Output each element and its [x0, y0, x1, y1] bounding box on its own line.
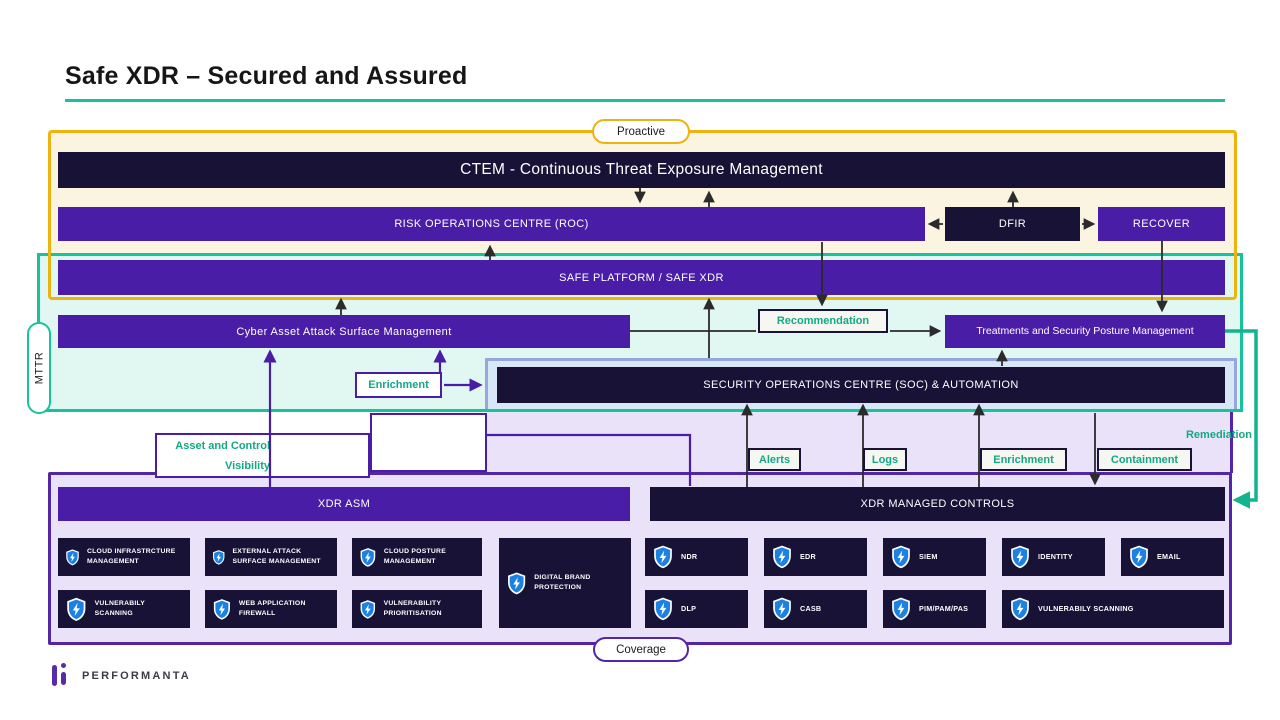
shield-bolt-icon	[213, 598, 230, 620]
managed-item-label: CASB	[800, 603, 822, 613]
logs-label: Logs	[863, 448, 907, 471]
asset-control-label-box: Asset and Control Visibility	[155, 433, 370, 478]
asm-item: CLOUD INFRASTRCTURE MANAGEMENT	[58, 538, 190, 576]
mttr-badge-text: MTTR	[33, 351, 46, 385]
asm-item: DIGITAL BRAND PROTECTION	[499, 538, 631, 628]
managed-item-label: EDR	[800, 551, 816, 561]
shield-bolt-icon	[213, 549, 225, 565]
managed-item: NDR	[645, 538, 748, 576]
shield-bolt-icon	[360, 599, 376, 619]
proactive-badge: Proactive	[592, 119, 690, 144]
managed-item: EDR	[764, 538, 867, 576]
managed-item: EMAIL	[1121, 538, 1224, 576]
shield-bolt-icon	[67, 597, 86, 621]
asset-control-label-line2: Visibility	[224, 460, 270, 472]
asm-item-label: VULNERABILY SCANNING	[94, 600, 145, 617]
ctem-bar: CTEM - Continuous Threat Exposure Manage…	[58, 152, 1225, 188]
asm-item-label: VULNERABILITY PRIORITISATION	[383, 600, 442, 617]
managed-item-label: DLP	[681, 603, 697, 613]
asm-item-label: CLOUD INFRASTRCTURE MANAGEMENT	[87, 548, 176, 565]
shield-bolt-icon	[773, 545, 791, 569]
shield-bolt-icon	[654, 597, 672, 621]
asset-control-label-line1: Asset and Control	[175, 440, 270, 452]
shield-bolt-icon	[892, 545, 910, 569]
enrichment-left-label: Enrichment	[355, 372, 442, 398]
recommendation-label: Recommendation	[758, 309, 888, 333]
page-title: Safe XDR – Secured and Assured	[65, 62, 468, 90]
managed-item: DLP	[645, 590, 748, 628]
mttr-badge: MTTR	[27, 322, 51, 414]
managed-item-label: EMAIL	[1157, 551, 1181, 561]
shield-bolt-icon	[1130, 545, 1148, 569]
managed-item-label: PIM/PAM/PAS	[919, 603, 969, 613]
managed-item-label: NDR	[681, 551, 698, 561]
managed-item: IDENTITY	[1002, 538, 1105, 576]
managed-item: PIM/PAM/PAS	[883, 590, 986, 628]
managed-item-label: VULNERABILY SCANNING	[1038, 603, 1134, 613]
coverage-badge: Coverage	[593, 637, 689, 662]
performanta-logo-icon	[61, 672, 66, 685]
asm-item-label: WEB APPLICATION FIREWALL	[238, 600, 306, 617]
asm-item-label: DIGITAL BRAND PROTECTION	[534, 574, 591, 591]
managed-item: SIEM	[883, 538, 986, 576]
shield-bolt-icon	[508, 571, 526, 594]
shield-bolt-icon	[360, 547, 376, 567]
asm-item: VULNERABILITY PRIORITISATION	[352, 590, 482, 628]
treatments-bar: Treatments and Security Posture Manageme…	[945, 315, 1225, 348]
asset-control-connector-box	[370, 413, 487, 472]
shield-bolt-icon	[654, 545, 672, 569]
shield-bolt-icon	[1011, 545, 1029, 569]
performanta-logo-icon	[52, 665, 57, 686]
caasm-bar: Cyber Asset Attack Surface Management	[58, 315, 630, 348]
recover-box: RECOVER	[1098, 207, 1225, 241]
xdr-managed-controls-bar: XDR MANAGED CONTROLS	[650, 487, 1225, 521]
remediation-label: Remediation	[1185, 429, 1252, 441]
performanta-logo-icon	[61, 663, 66, 668]
dfir-box: DFIR	[945, 207, 1080, 241]
asm-item-label: CLOUD POSTURE MANAGEMENT	[383, 548, 446, 565]
soc-bar: SECURITY OPERATIONS CENTRE (SOC) & AUTOM…	[497, 367, 1225, 403]
managed-item-label: SIEM	[919, 551, 938, 561]
asm-item: WEB APPLICATION FIREWALL	[205, 590, 337, 628]
shield-bolt-icon	[773, 597, 791, 621]
asm-item-label: EXTERNAL ATTACK SURFACE MANAGEMENT	[232, 548, 321, 565]
xdr-asm-bar: XDR ASM	[58, 487, 630, 521]
shield-bolt-icon	[892, 597, 910, 621]
managed-item: VULNERABILY SCANNING	[1002, 590, 1224, 628]
safe-platform-bar: SAFE PLATFORM / SAFE XDR	[58, 260, 1225, 295]
containment-label: Containment	[1097, 448, 1192, 471]
alerts-label: Alerts	[748, 448, 801, 471]
managed-item: CASB	[764, 590, 867, 628]
asm-item: EXTERNAL ATTACK SURFACE MANAGEMENT	[205, 538, 337, 576]
asm-item: CLOUD POSTURE MANAGEMENT	[352, 538, 482, 576]
roc-bar: RISK OPERATIONS CENTRE (ROC)	[58, 207, 925, 241]
enrichment-right-label: Enrichment	[980, 448, 1067, 471]
performanta-logo-text: PERFORMANTA	[82, 670, 191, 682]
asm-item: VULNERABILY SCANNING	[58, 590, 190, 628]
managed-item-label: IDENTITY	[1038, 551, 1073, 561]
shield-bolt-icon	[66, 548, 79, 565]
shield-bolt-icon	[1011, 597, 1029, 621]
title-underline	[65, 99, 1225, 102]
